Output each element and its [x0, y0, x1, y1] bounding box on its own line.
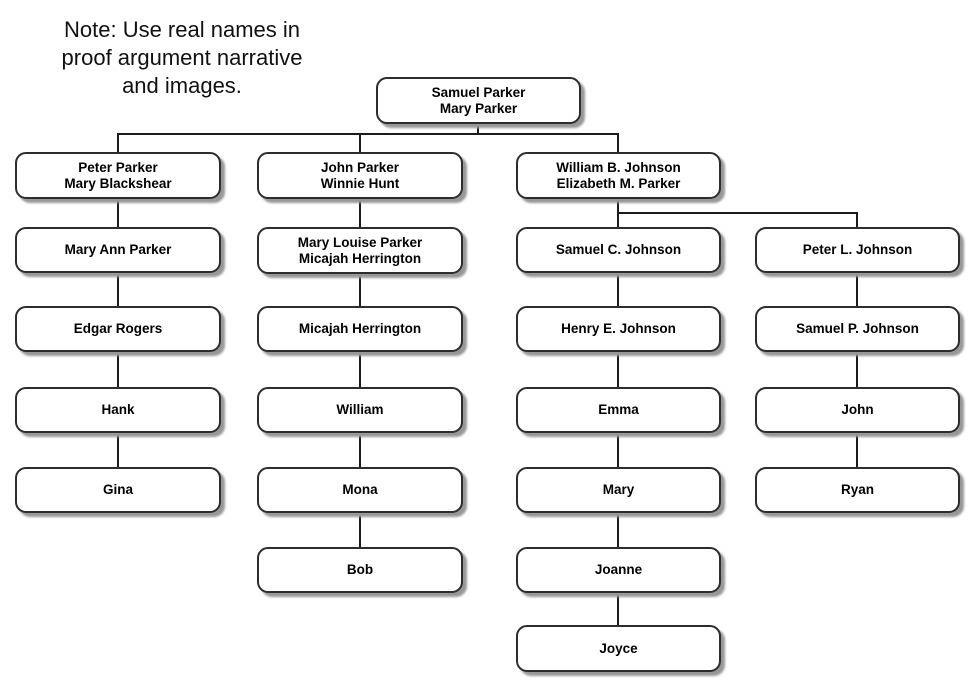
node-john-parker-winnie-hunt: John Parker Winnie Hunt	[257, 152, 463, 199]
node-label: Samuel P. Johnson	[796, 321, 919, 336]
node-micajah-herrington: Micajah Herrington	[257, 306, 463, 352]
node-label: Joanne	[594, 562, 643, 577]
node-mona: Mona	[257, 467, 463, 513]
node-john: John	[755, 387, 960, 433]
node-label: John	[841, 402, 874, 417]
node-emma: Emma	[516, 387, 721, 433]
node-joyce: Joyce	[516, 625, 721, 672]
note-text: Note: Use real names in proof argument n…	[22, 16, 342, 100]
node-label: Mary	[602, 482, 635, 497]
node-label: William	[336, 402, 384, 417]
node-label: Mary Blackshear	[64, 175, 172, 191]
node-bob: Bob	[257, 547, 463, 593]
node-label: Micajah Herrington	[298, 321, 422, 336]
connector-line	[856, 432, 858, 468]
node-label: Peter Parker	[78, 159, 158, 175]
node-label: Winnie Hunt	[320, 175, 400, 191]
connector-line	[617, 212, 858, 214]
node-samuel-parker-mary-parker: Samuel Parker Mary Parker	[376, 77, 581, 124]
node-hank: Hank	[15, 387, 221, 433]
node-label: Samuel C. Johnson	[555, 242, 682, 257]
connector-line	[856, 212, 858, 228]
connector-line	[477, 123, 479, 134]
node-label: Mary Louise Parker	[297, 234, 423, 250]
connector-line	[117, 133, 619, 135]
connector-line	[617, 351, 619, 388]
node-label: Mary Parker	[439, 100, 518, 116]
node-peter-parker-mary-blackshear: Peter Parker Mary Blackshear	[15, 152, 221, 199]
node-label: Henry E. Johnson	[561, 321, 676, 336]
connector-line	[117, 133, 119, 153]
connector-line	[117, 198, 119, 228]
node-label: Elizabeth M. Parker	[556, 175, 681, 191]
connector-line	[617, 272, 619, 307]
node-label: Peter L. Johnson	[802, 242, 913, 257]
connector-line	[117, 351, 119, 388]
connector-line	[117, 432, 119, 468]
node-label: Ryan	[840, 482, 874, 497]
node-henry-e-johnson: Henry E. Johnson	[516, 306, 721, 352]
node-label: Bob	[346, 562, 374, 577]
node-gina: Gina	[15, 467, 221, 513]
node-edgar-rogers: Edgar Rogers	[15, 306, 221, 352]
node-joanne: Joanne	[516, 547, 721, 593]
node-samuel-p-johnson: Samuel P. Johnson	[755, 306, 960, 352]
connector-line	[359, 351, 361, 388]
node-label: John Parker	[320, 159, 400, 175]
node-label: Edgar Rogers	[73, 321, 163, 336]
note-line: proof argument narrative	[61, 45, 303, 70]
node-ryan: Ryan	[755, 467, 960, 513]
connector-line	[617, 198, 619, 214]
node-label: Gina	[102, 482, 133, 497]
connector-line	[359, 133, 361, 153]
connector-line	[617, 512, 619, 548]
connector-line	[856, 351, 858, 388]
note-line: and images.	[122, 73, 242, 98]
node-label: Emma	[598, 402, 639, 417]
node-label: Mary Ann Parker	[64, 242, 172, 257]
connector-line	[617, 212, 619, 228]
node-samuel-c-johnson: Samuel C. Johnson	[516, 227, 721, 273]
node-mary-ann-parker: Mary Ann Parker	[15, 227, 221, 273]
connector-line	[359, 273, 361, 307]
connector-line	[359, 512, 361, 548]
node-peter-l-johnson: Peter L. Johnson	[755, 227, 960, 273]
node-label: Hank	[101, 402, 135, 417]
node-label: Micajah Herrington	[298, 250, 422, 266]
connector-line	[359, 432, 361, 468]
connector-line	[617, 133, 619, 153]
node-william-b-johnson-elizabeth-m-parker: William B. Johnson Elizabeth M. Parker	[516, 152, 721, 199]
connector-line	[617, 432, 619, 468]
note-line: Note: Use real names in	[64, 17, 300, 42]
node-label: Samuel Parker	[431, 84, 526, 100]
connector-line	[117, 272, 119, 307]
connector-line	[617, 592, 619, 626]
node-label: Joyce	[599, 640, 638, 656]
node-label: Mona	[342, 482, 378, 497]
connector-line	[856, 272, 858, 307]
node-label: William B. Johnson	[556, 159, 681, 175]
node-mary: Mary	[516, 467, 721, 513]
node-william: William	[257, 387, 463, 433]
connector-line	[359, 198, 361, 228]
node-mary-louise-parker-micajah-herrington: Mary Louise Parker Micajah Herrington	[257, 227, 463, 274]
